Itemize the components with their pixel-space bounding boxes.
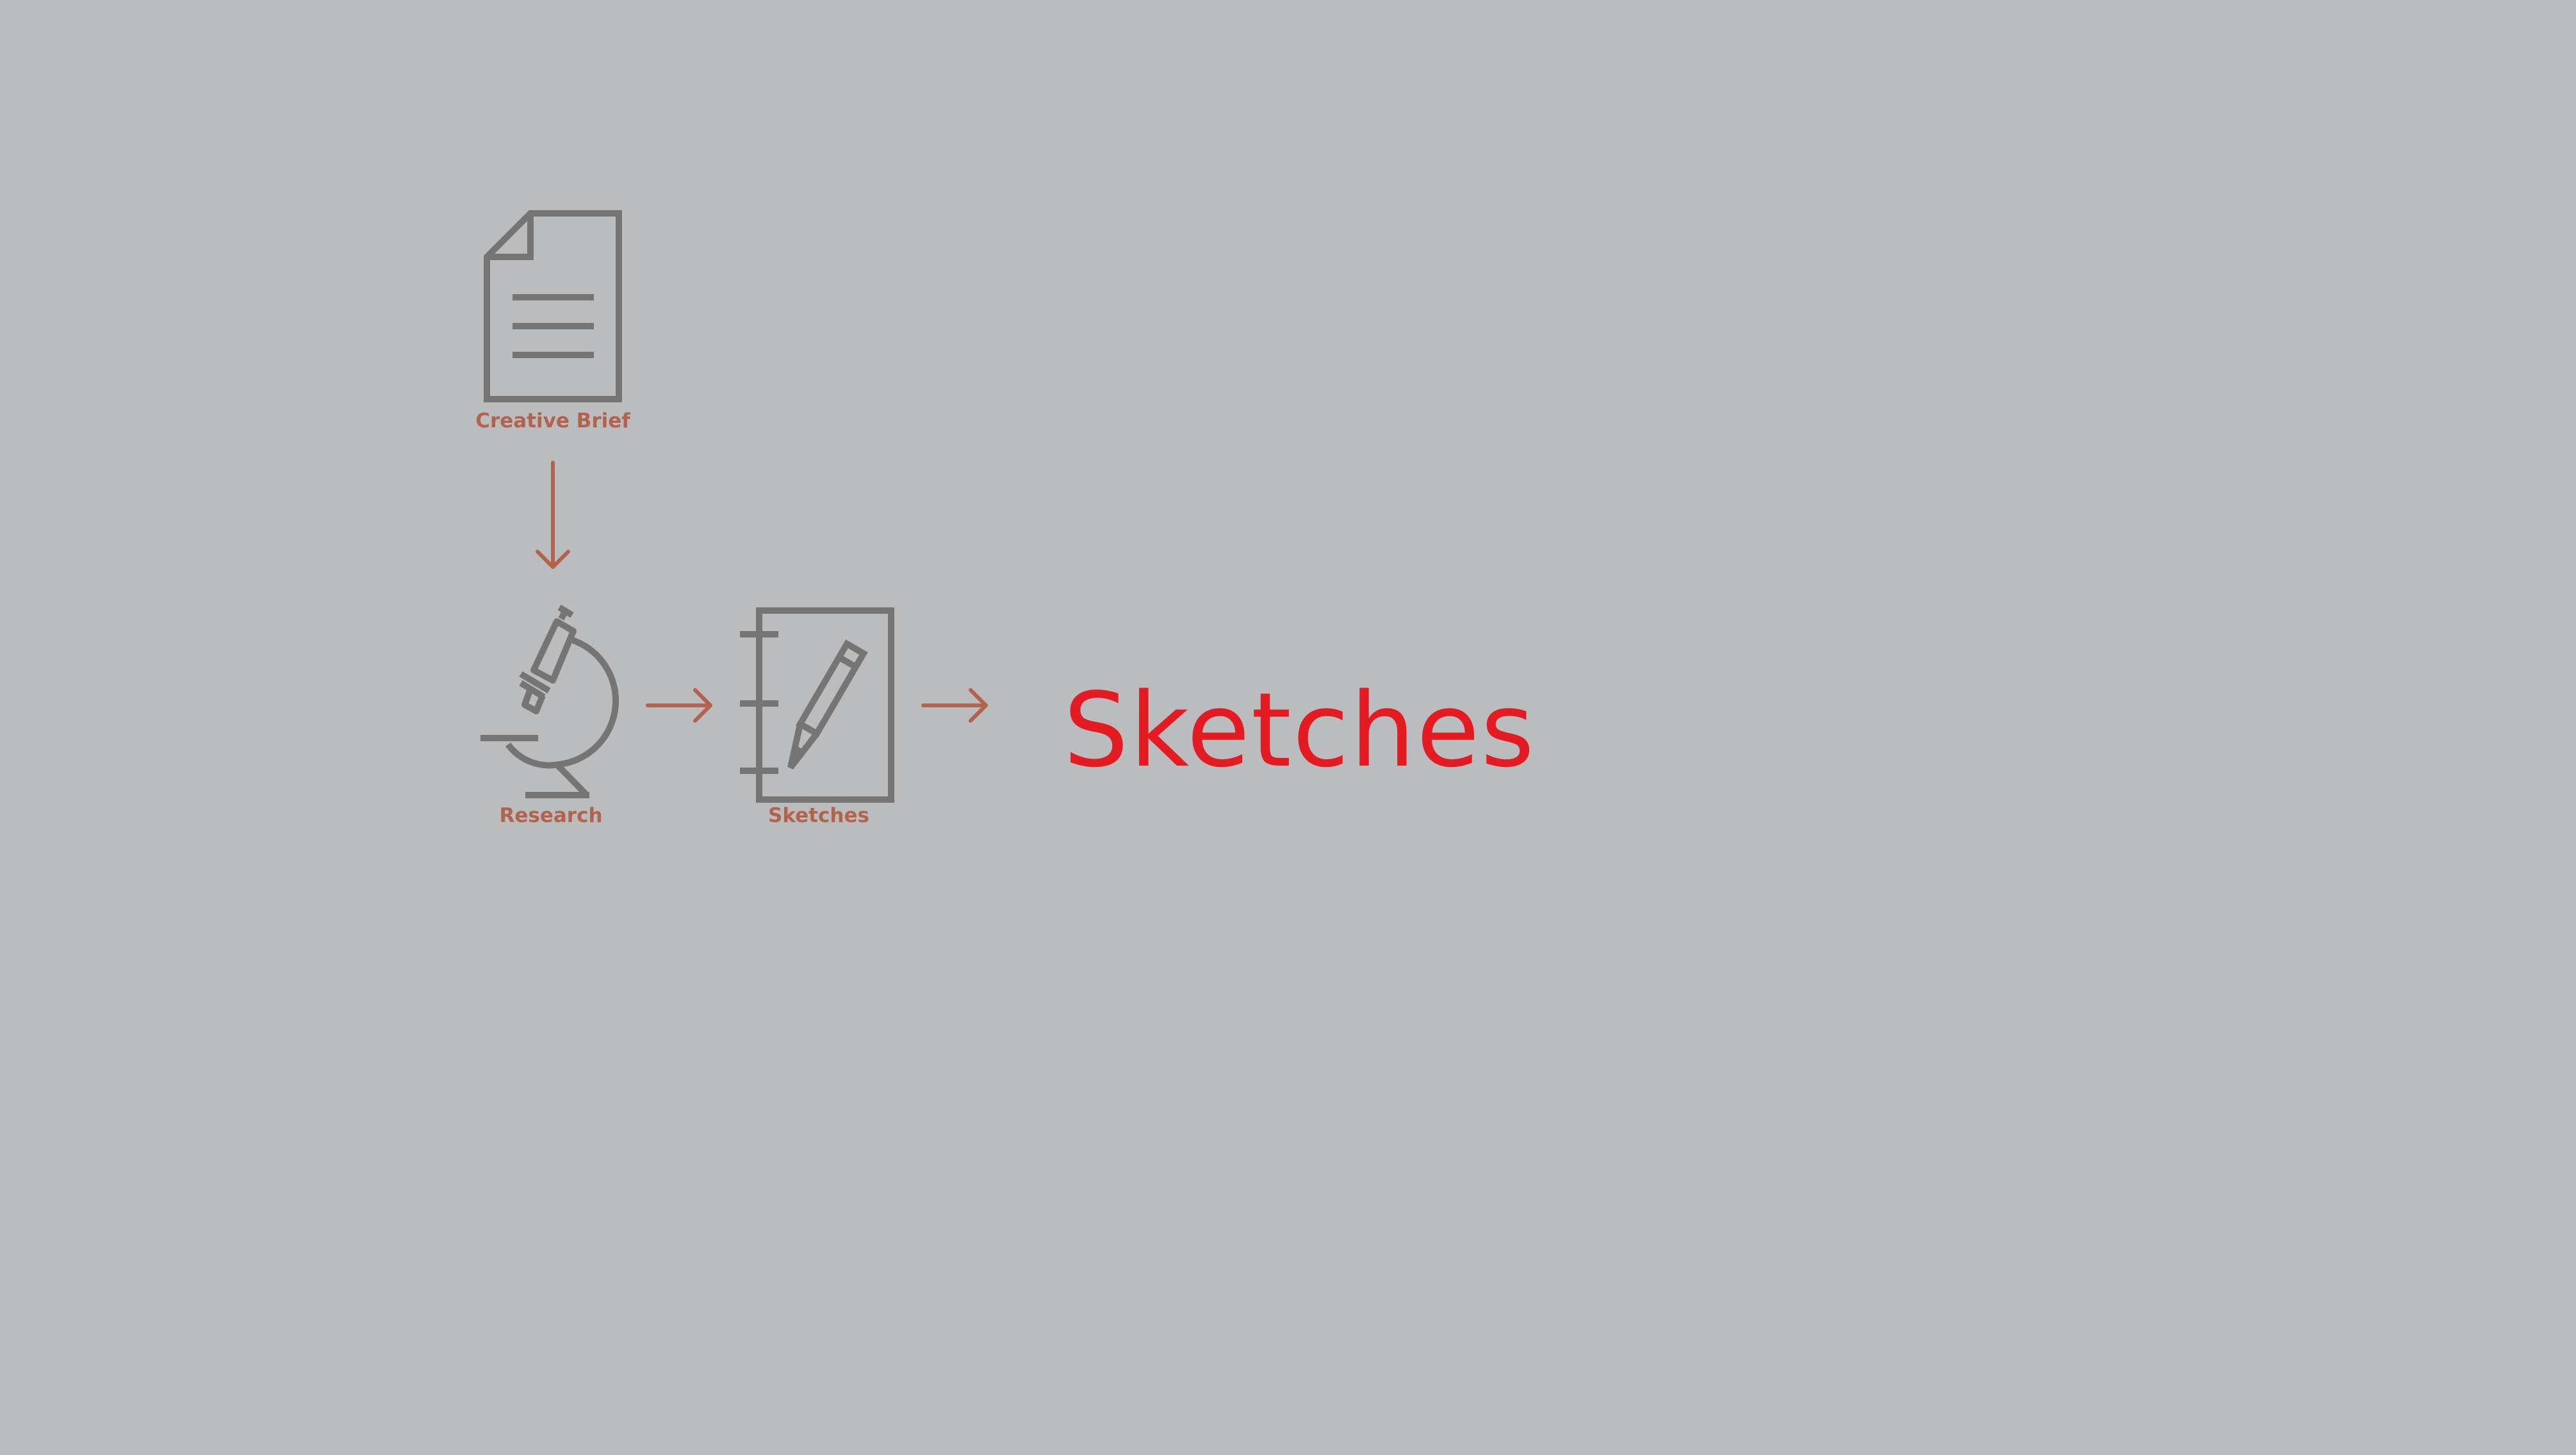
sketchbook-pencil-icon <box>739 607 894 803</box>
arrow-research-to-sketches <box>646 688 714 723</box>
sketches-label: Sketches <box>768 804 869 827</box>
microscope-icon <box>477 602 631 804</box>
research-label: Research <box>499 804 603 827</box>
headline-text: Sketches <box>1063 670 1536 790</box>
arrow-sketches-to-headline <box>921 688 989 723</box>
arrow-brief-to-research <box>535 461 571 570</box>
creative-brief-label: Creative Brief <box>475 409 630 432</box>
document-icon <box>484 210 622 402</box>
